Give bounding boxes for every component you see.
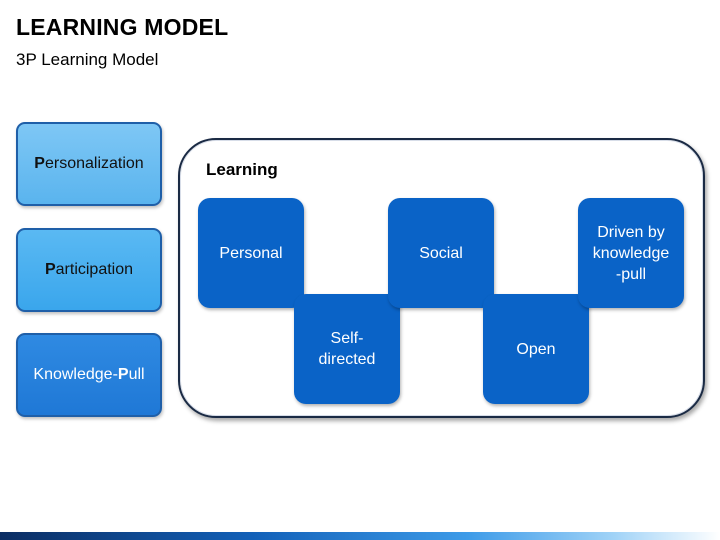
pillar-label: articipation: [55, 261, 134, 278]
pillar-personalization: Personalization: [16, 122, 162, 206]
learning-item-line: directed: [318, 351, 376, 368]
learning-item-self-directed: Self- directed: [294, 294, 400, 404]
pillar-label: ull: [128, 366, 145, 383]
learning-item-personal: Personal: [198, 198, 304, 308]
learning-item-line: knowledge: [592, 244, 670, 262]
learning-label: Learning: [206, 160, 278, 179]
learning-item-line: Driven by: [597, 223, 665, 241]
pillar-initial: P: [117, 366, 129, 383]
learning-item-open: Open: [483, 294, 589, 404]
learning-item-social: Social: [388, 198, 494, 308]
page-subtitle: 3P Learning Model: [16, 50, 159, 69]
pillar-participation: Participation: [16, 228, 162, 312]
pillar-initial: P: [44, 261, 56, 278]
pillar-knowledge-pull: Knowledge-Pull: [16, 333, 162, 417]
footer-gradient-bar: [0, 532, 720, 540]
pillar-initial: P: [34, 155, 45, 172]
page-title: LEARNING MODEL: [16, 14, 229, 40]
learning-item-driven-by-knowledge-pull: Driven by knowledge -pull: [578, 198, 684, 308]
learning-item-line: Personal: [219, 244, 283, 262]
pillar-label: ersonalization: [44, 155, 144, 172]
learning-item-line: -pull: [615, 265, 647, 283]
learning-item-line: Self-: [330, 330, 364, 347]
learning-item-line: Social: [419, 244, 463, 262]
pillar-prefix: Knowledge-: [33, 366, 118, 383]
learning-item-line: Open: [516, 340, 556, 358]
